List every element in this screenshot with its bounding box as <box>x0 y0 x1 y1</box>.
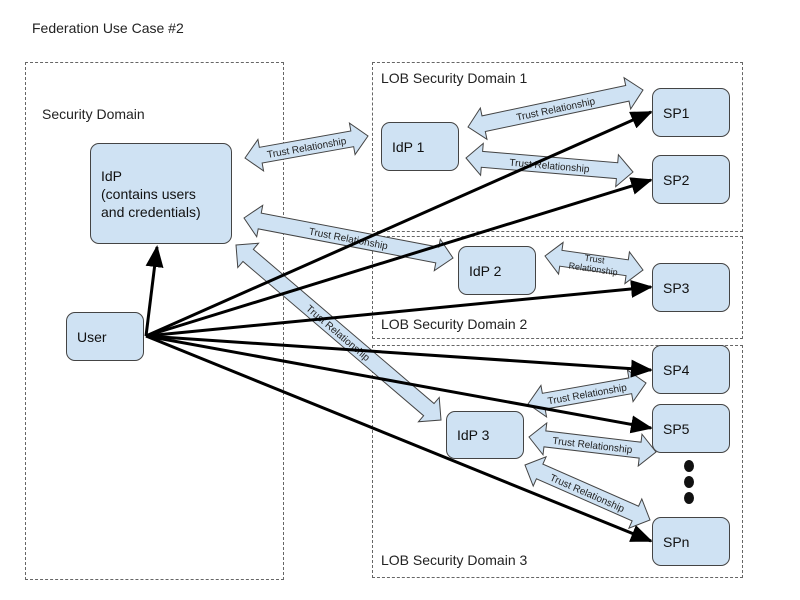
spn-node[interactable]: SPn <box>652 517 730 566</box>
user-to-sp1-arrow <box>145 110 653 338</box>
spn-label: SPn <box>663 533 690 550</box>
user-to-sp5-arrow <box>145 334 653 434</box>
user-node[interactable]: User <box>66 312 144 361</box>
trust-arrow-shape <box>524 455 651 530</box>
trust-arrow-shape <box>235 242 442 423</box>
trust-arrow-shape <box>243 204 454 272</box>
lob-security-domain-2-label: LOB Security Domain 2 <box>381 316 528 332</box>
sp4-label: SP4 <box>663 361 690 378</box>
idp3-label: IdP 3 <box>457 427 490 443</box>
idp1-label: IdP 1 <box>392 138 425 155</box>
trust-idp3-sp5: Trust Relationship <box>528 421 657 468</box>
sp5-node[interactable]: SP5 <box>652 404 730 453</box>
sp3-label: SP3 <box>663 279 690 296</box>
sp2-label: SP2 <box>663 171 690 188</box>
trust-arrow-shape <box>544 241 644 285</box>
security-domain-main-label: Security Domain <box>42 106 145 122</box>
sp2-node[interactable]: SP2 <box>652 155 730 204</box>
idp2-node[interactable]: IdP 2 <box>458 246 536 295</box>
idp-main-label: IdP <box>101 167 123 184</box>
sp5-label: SP5 <box>663 420 690 437</box>
lob-security-domain-1-label: LOB Security Domain 1 <box>381 70 528 86</box>
idp1-node[interactable]: IdP 1 <box>381 122 459 171</box>
idp-main-sublabel-1: (contains users <box>101 185 196 202</box>
trust-idp1-sp1: Trust Relationship <box>467 76 644 141</box>
trust-arrow-shape <box>527 368 647 419</box>
lob-security-domain-3-label: LOB Security Domain 3 <box>381 552 528 568</box>
idp2-label: IdP 2 <box>469 262 502 279</box>
user-label: User <box>77 328 107 345</box>
trust-idp3-spn: Trust Relationship <box>524 455 651 530</box>
idp3-node[interactable]: IdP 3 <box>446 411 524 459</box>
trust-idp3-sp4: Trust Relationship <box>527 368 647 419</box>
security-domain-main <box>25 62 284 580</box>
trust-idp1-sp2: Trust Relationship <box>465 142 634 188</box>
user-to-sp3-arrow <box>145 279 653 338</box>
sp3-node[interactable]: SP3 <box>652 263 730 312</box>
sp4-node[interactable]: SP4 <box>652 345 730 394</box>
trust-arrow-label: Trust Relationship <box>548 473 626 516</box>
user-to-idp-arrow <box>144 245 164 337</box>
trust-arrow-shape <box>467 76 644 141</box>
lob-security-domain-1 <box>372 62 743 232</box>
idp-main-sublabel-2: and credentials) <box>101 203 201 220</box>
trust-idp-idp3: Trust Relationship <box>235 242 442 423</box>
ellipsis-dot <box>684 460 694 472</box>
user-to-spn-arrow <box>145 334 653 543</box>
trust-arrow-shape <box>244 121 369 173</box>
sp1-node[interactable]: SP1 <box>652 88 730 137</box>
trust-arrow-label: Trust Relationship <box>303 303 371 364</box>
lob-security-domain-3 <box>372 345 743 578</box>
sp1-label: SP1 <box>663 104 690 121</box>
trust-arrow-label: Trust <box>584 253 606 266</box>
ellipsis-dot <box>684 492 694 504</box>
ellipsis-dot <box>684 476 694 488</box>
user-to-sp2-arrow <box>145 177 653 338</box>
diagram-title: Federation Use Case #2 <box>32 20 184 36</box>
idp-main-node[interactable]: IdP (contains users and credentials) <box>90 143 232 244</box>
trust-idp-idp1: Trust Relationship <box>244 121 369 173</box>
lob-security-domain-2 <box>372 236 743 339</box>
user-to-sp4-arrow <box>145 334 653 378</box>
trust-arrow-shape <box>465 142 634 188</box>
